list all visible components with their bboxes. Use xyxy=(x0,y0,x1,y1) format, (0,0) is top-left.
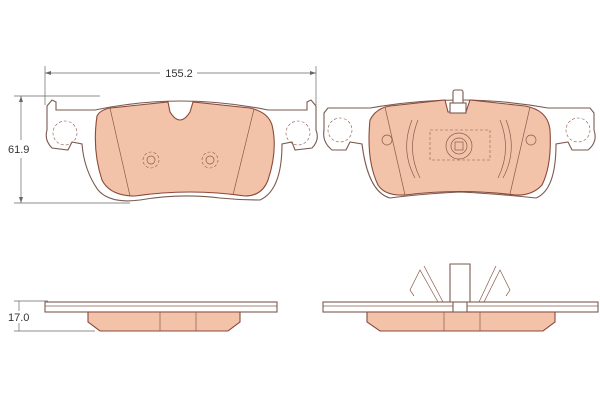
thickness-label: 17.0 xyxy=(8,312,29,324)
width-dimension: 155.2 xyxy=(44,66,317,105)
width-label: 155.2 xyxy=(165,68,193,80)
thickness-dimension: 17.0 xyxy=(8,300,95,332)
height-label: 61.9 xyxy=(8,144,29,156)
spring-clip-icon xyxy=(409,263,511,313)
pad-front-view-right xyxy=(323,89,596,199)
spring-clip-icon xyxy=(429,129,491,161)
mounting-hole-icon xyxy=(201,151,219,169)
pad-side-view-left xyxy=(44,301,278,332)
pad-side-view-right xyxy=(322,263,599,332)
sensor-connector-icon xyxy=(449,89,467,114)
pad-front-view-left xyxy=(45,99,318,202)
height-dimension: 61.9 xyxy=(8,95,130,204)
mounting-hole-icon xyxy=(142,151,160,169)
